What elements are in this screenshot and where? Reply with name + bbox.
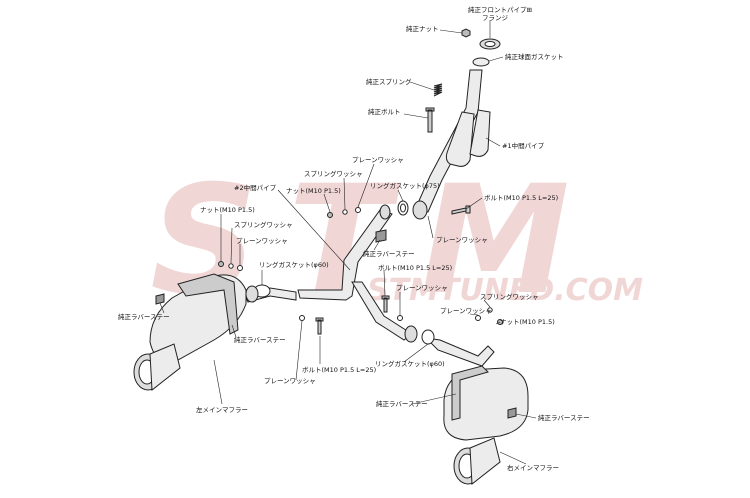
joint-left-flange xyxy=(245,285,259,303)
plain-washer-d-part xyxy=(397,315,403,321)
ring-gasket-75-inner xyxy=(400,203,406,213)
plain-washer-e-part xyxy=(475,315,481,321)
label-nut-m10-c: ナット(M10 P1.5) xyxy=(500,318,555,326)
spring-washer-c-part xyxy=(487,307,493,313)
rubber-stay-mid-part xyxy=(375,229,387,243)
front-parts xyxy=(425,28,501,133)
label-bolt-top: 純正ボルト xyxy=(368,107,401,116)
label-plain-washer-a: プレーンワッシャ xyxy=(352,156,404,164)
label-bolt-m10-25-a: ボルト(M10 P1.5 L=25) xyxy=(484,194,558,202)
label-plain-washer-c: プレーンワッシャ xyxy=(236,237,288,245)
joint-1-hardware xyxy=(327,200,471,218)
label-front-pipe: 純正フロントパイプ⊞ xyxy=(468,5,532,14)
mid-pipe-2-to-right-muffler xyxy=(424,337,495,367)
label-sphere-gasket: 純正球面ガスケット xyxy=(505,52,564,61)
label-ring-gasket-75: リングガスケット(φ75) xyxy=(370,181,440,190)
label-nut-m10-a: ナット(M10 P1.5) xyxy=(286,187,341,195)
label-bolt-m10-25-c: ボルト(M10 P1.5 L=25) xyxy=(302,366,376,374)
bolt-m10-a-part xyxy=(451,205,471,215)
plain-washer-a-part xyxy=(355,207,361,213)
mid-pipe-2-tube xyxy=(297,209,393,301)
label-rubber-stay-right-b: 純正ラバーステー xyxy=(538,413,590,422)
label-plain-washer-d: プレーンワッシャ xyxy=(396,284,448,292)
label-plain-washer-f: プレーンワッシャ xyxy=(264,377,316,385)
label-mid-pipe-1: #1中間パイプ xyxy=(502,141,545,150)
label-ring-gasket-60-b: リングガスケット(φ60) xyxy=(375,359,445,368)
label-spring-washer-c: スプリングワッシャ xyxy=(480,292,539,301)
plain-washer-c-part xyxy=(237,265,243,271)
label-rubber-stay-left2: 純正ラバーステー xyxy=(234,335,286,344)
right-muffler-bracket xyxy=(451,365,489,421)
bolt-top-part xyxy=(425,107,435,133)
spring-washer-a-part xyxy=(342,209,348,215)
right-rubber-stay-part xyxy=(507,407,517,419)
nut-m10-b-part xyxy=(218,261,224,267)
label-rubber-stay-left: 純正ラバーステー xyxy=(118,312,170,321)
label-right-muffler: 右メインマフラー xyxy=(507,463,559,472)
sphere-gasket-part xyxy=(472,57,490,67)
mid-pipe-1-tube xyxy=(413,69,483,213)
label-plain-washer-b: プレーンワッシャ xyxy=(436,236,488,244)
label-nut-top: 純正ナット xyxy=(406,24,439,33)
label-left-muffler: 左メインマフラー xyxy=(196,405,248,414)
spring-part xyxy=(433,83,443,97)
joint-left-hardware xyxy=(218,261,403,321)
label-mid-pipe-2: #2中間パイプ xyxy=(234,183,277,192)
left-muffler-bracket xyxy=(177,273,239,335)
label-spring-washer-a: スプリングワッシャ xyxy=(304,169,363,178)
part-labels: 純正フロントパイプ⊞ フランジ 純正ナット 純正球面ガスケット 純正スプリング … xyxy=(118,5,590,472)
joint-right-hardware xyxy=(299,307,503,345)
label-bolt-m10-25-b: ボルト(M10 P1.5 L=25) xyxy=(378,264,452,272)
label-rubber-stay-mid: 純正ラバーステー xyxy=(363,249,415,258)
right-muffler xyxy=(443,365,529,485)
watermark-sub: STMTUNED.COM xyxy=(367,273,643,308)
spring-washer-b-part xyxy=(228,263,234,269)
plain-washer-f-part xyxy=(299,315,305,321)
right-tail-tip-tube xyxy=(469,437,501,485)
label-ring-gasket-60-a: リングガスケット(φ60) xyxy=(259,260,329,269)
bolt-m10-c-part xyxy=(315,317,324,335)
label-plain-washer-e: プレーンワッシャ xyxy=(440,307,492,315)
leader-lines xyxy=(159,20,537,465)
left-muffler xyxy=(133,273,247,391)
flange-hole xyxy=(484,41,496,47)
mid-pipe-1 xyxy=(412,69,491,220)
mid-pipe-1-resonator-b xyxy=(469,109,491,157)
mid-pipe-1-flange xyxy=(412,200,428,220)
left-tail-tip-tube xyxy=(149,343,181,391)
label-rubber-stay-right-a: 純正ラバーステー xyxy=(376,399,428,408)
bolt-m10-b-part xyxy=(381,295,390,313)
joint-right-flange xyxy=(404,325,418,343)
ring-gasket-60-b-part xyxy=(421,329,435,345)
nut-top-part xyxy=(461,28,471,38)
nut-m10-a-part xyxy=(327,212,333,218)
label-nut-m10-b: ナット(M10 P1.5) xyxy=(200,206,255,214)
label-flange: フランジ xyxy=(482,14,509,22)
label-spring-washer-b: スプリングワッシャ xyxy=(234,220,293,229)
mid-pipe-2-front-flange xyxy=(379,204,391,220)
label-spring: 純正スプリング xyxy=(366,77,412,86)
mid-pipe-1-resonator-a xyxy=(445,111,475,167)
left-rubber-stay-part xyxy=(155,293,165,305)
